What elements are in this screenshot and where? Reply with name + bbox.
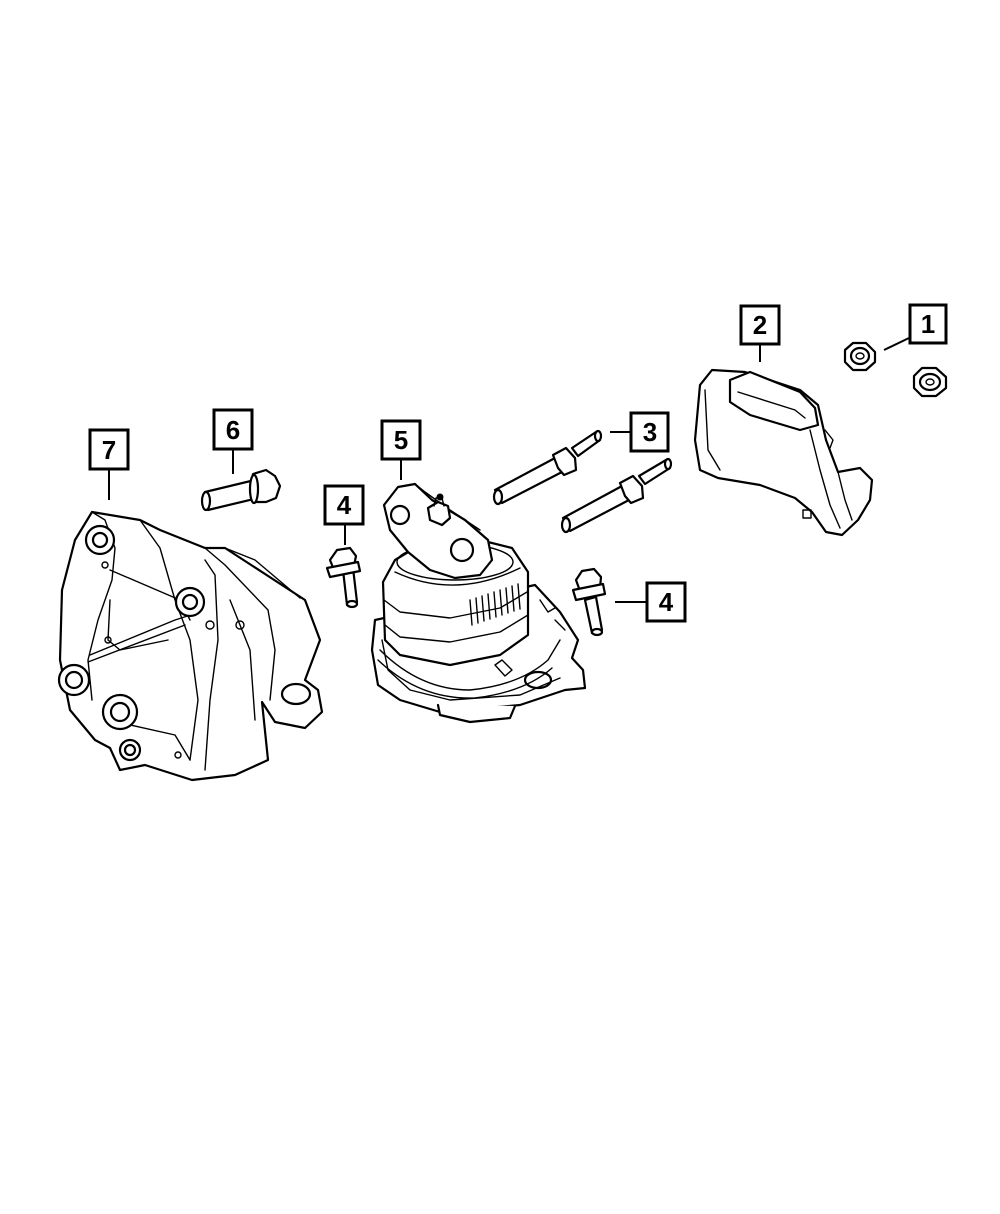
callout-6-label: 6 — [226, 415, 240, 445]
callout-6: 6 — [212, 408, 254, 451]
callout-2-label: 2 — [753, 310, 767, 340]
bolt-part-left — [325, 546, 362, 609]
callout-7: 7 — [88, 428, 130, 471]
callout-1: 1 — [908, 303, 948, 345]
callout-5-label: 5 — [394, 425, 408, 455]
bolt-part — [200, 468, 282, 512]
callout-4-left: 4 — [323, 484, 365, 526]
callout-4-right-label: 4 — [659, 587, 674, 617]
callout-4-right: 4 — [645, 581, 687, 623]
callout-3-label: 3 — [643, 417, 657, 447]
callout-4-left-label: 4 — [337, 490, 352, 520]
callout-5: 5 — [380, 419, 422, 461]
engine-mount-part — [370, 482, 587, 724]
leader-line-1 — [883, 337, 910, 351]
nut-part — [843, 341, 948, 398]
callout-2: 2 — [739, 304, 781, 346]
heat-shield-part — [693, 368, 874, 537]
callout-3: 3 — [629, 411, 670, 453]
callout-7-label: 7 — [102, 435, 116, 465]
mount-bracket-part — [57, 510, 324, 782]
callout-1-label: 1 — [921, 309, 935, 339]
bolt-part-right — [571, 567, 607, 637]
stud-part — [492, 429, 673, 534]
